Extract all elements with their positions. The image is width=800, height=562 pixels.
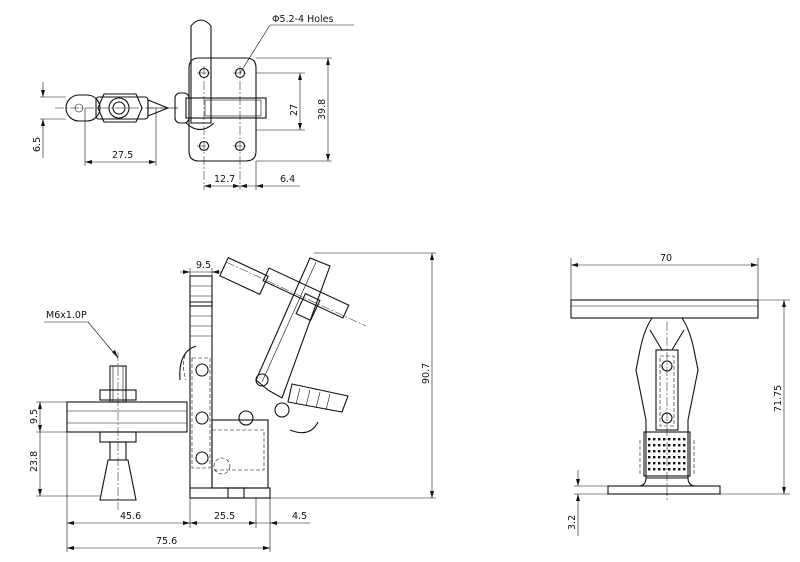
dim-39-8: 39.8 xyxy=(317,99,328,120)
knurl-dot xyxy=(648,468,651,471)
side-dimensions: 9.5 9.5 23.8 90.7 xyxy=(29,252,436,552)
knurl-dot xyxy=(663,468,666,471)
end-body xyxy=(635,317,699,500)
top-dimensions: Φ5.2-4 Holes 27 39.8 6.5 xyxy=(32,14,354,190)
knurl-dot xyxy=(673,438,676,441)
thread-note: M6x1.0P xyxy=(46,310,87,321)
knurl-dot xyxy=(683,456,686,459)
knurl-dot xyxy=(673,456,676,459)
knurl-dot xyxy=(663,456,666,459)
dim-9-5-arm: 9.5 xyxy=(29,409,40,424)
dim-3-2: 3.2 xyxy=(567,515,578,530)
dim-6-5: 6.5 xyxy=(32,137,43,152)
knurl-dot xyxy=(663,444,666,447)
knurl-dot xyxy=(653,468,656,471)
dim-45-6: 45.6 xyxy=(120,511,141,522)
knurl-dot xyxy=(678,468,681,471)
dim-25-5: 25.5 xyxy=(214,511,235,522)
side-base xyxy=(189,301,271,499)
end-handle-bar xyxy=(570,299,759,319)
knurl-dot xyxy=(663,450,666,453)
knurl-dot xyxy=(648,462,651,465)
knurl-dot xyxy=(658,444,661,447)
side-handle-closed xyxy=(179,275,254,465)
dim-71-75: 71.75 xyxy=(773,385,784,412)
end-base xyxy=(607,477,721,495)
knurl-dot xyxy=(673,468,676,471)
knurl-dot xyxy=(673,450,676,453)
side-thread-note: M6x1.0P xyxy=(44,310,119,359)
dim-6-4: 6.4 xyxy=(280,174,295,185)
dim-4-5: 4.5 xyxy=(292,511,307,522)
top-base-plate xyxy=(188,57,257,190)
knurl-dot xyxy=(658,438,661,441)
knurl-dot xyxy=(683,444,686,447)
dim-70: 70 xyxy=(660,253,672,264)
side-handle-open xyxy=(219,256,367,434)
end-view: 70 71.75 3.2 xyxy=(567,253,790,536)
knurl-dot xyxy=(658,450,661,453)
knurl-dot xyxy=(653,450,656,453)
knurl-dot xyxy=(668,444,671,447)
knurl-dot xyxy=(658,456,661,459)
dim-27: 27 xyxy=(289,104,300,116)
knurl-dot xyxy=(653,438,656,441)
knurl-dot xyxy=(653,456,656,459)
side-view: M6x1.0P 9.5 9.5 23.8 90.7 xyxy=(29,252,436,552)
knurl-dot xyxy=(668,450,671,453)
dim-23-8: 23.8 xyxy=(29,451,40,472)
knurl-dot xyxy=(648,438,651,441)
knurl-dot xyxy=(663,462,666,465)
knurl-dot xyxy=(668,462,671,465)
knurl-dot xyxy=(648,456,651,459)
knurl-dot xyxy=(678,444,681,447)
knurl-dot xyxy=(653,444,656,447)
top-view: Φ5.2-4 Holes 27 39.8 6.5 xyxy=(32,14,354,190)
knurl-dot xyxy=(683,468,686,471)
knurl-dot xyxy=(668,456,671,459)
dim-75-6: 75.6 xyxy=(156,536,177,547)
side-hidden-lines xyxy=(191,357,265,475)
dim-12-7: 12.7 xyxy=(214,174,235,185)
knurl-dot xyxy=(673,462,676,465)
side-spindle xyxy=(99,352,137,510)
holes-note: Φ5.2-4 Holes xyxy=(272,14,334,25)
knurl-dot xyxy=(678,438,681,441)
knurl-dot xyxy=(668,468,671,471)
knurl-dot xyxy=(663,438,666,441)
dim-9-5-top: 9.5 xyxy=(196,260,211,271)
knurl-dot xyxy=(678,450,681,453)
knurl-dot xyxy=(683,462,686,465)
knurl-dot xyxy=(683,438,686,441)
knurl-dot xyxy=(668,438,671,441)
knurl-dot xyxy=(678,456,681,459)
knurl-dot xyxy=(648,450,651,453)
knurl-dot xyxy=(683,450,686,453)
dim-27-5: 27.5 xyxy=(112,150,133,161)
knurl-dot xyxy=(658,468,661,471)
end-dimensions: 70 71.75 3.2 xyxy=(567,253,790,536)
side-clamp-arm xyxy=(66,401,188,433)
top-spindle-assembly xyxy=(55,93,178,123)
dim-90-7: 90.7 xyxy=(421,363,432,384)
knurl-dot xyxy=(653,462,656,465)
top-handle xyxy=(174,19,267,131)
knurl-dot xyxy=(648,444,651,447)
knurl-dot xyxy=(658,462,661,465)
end-knurl-grid xyxy=(648,438,686,471)
knurl-dot xyxy=(678,462,681,465)
knurl-dot xyxy=(673,444,676,447)
